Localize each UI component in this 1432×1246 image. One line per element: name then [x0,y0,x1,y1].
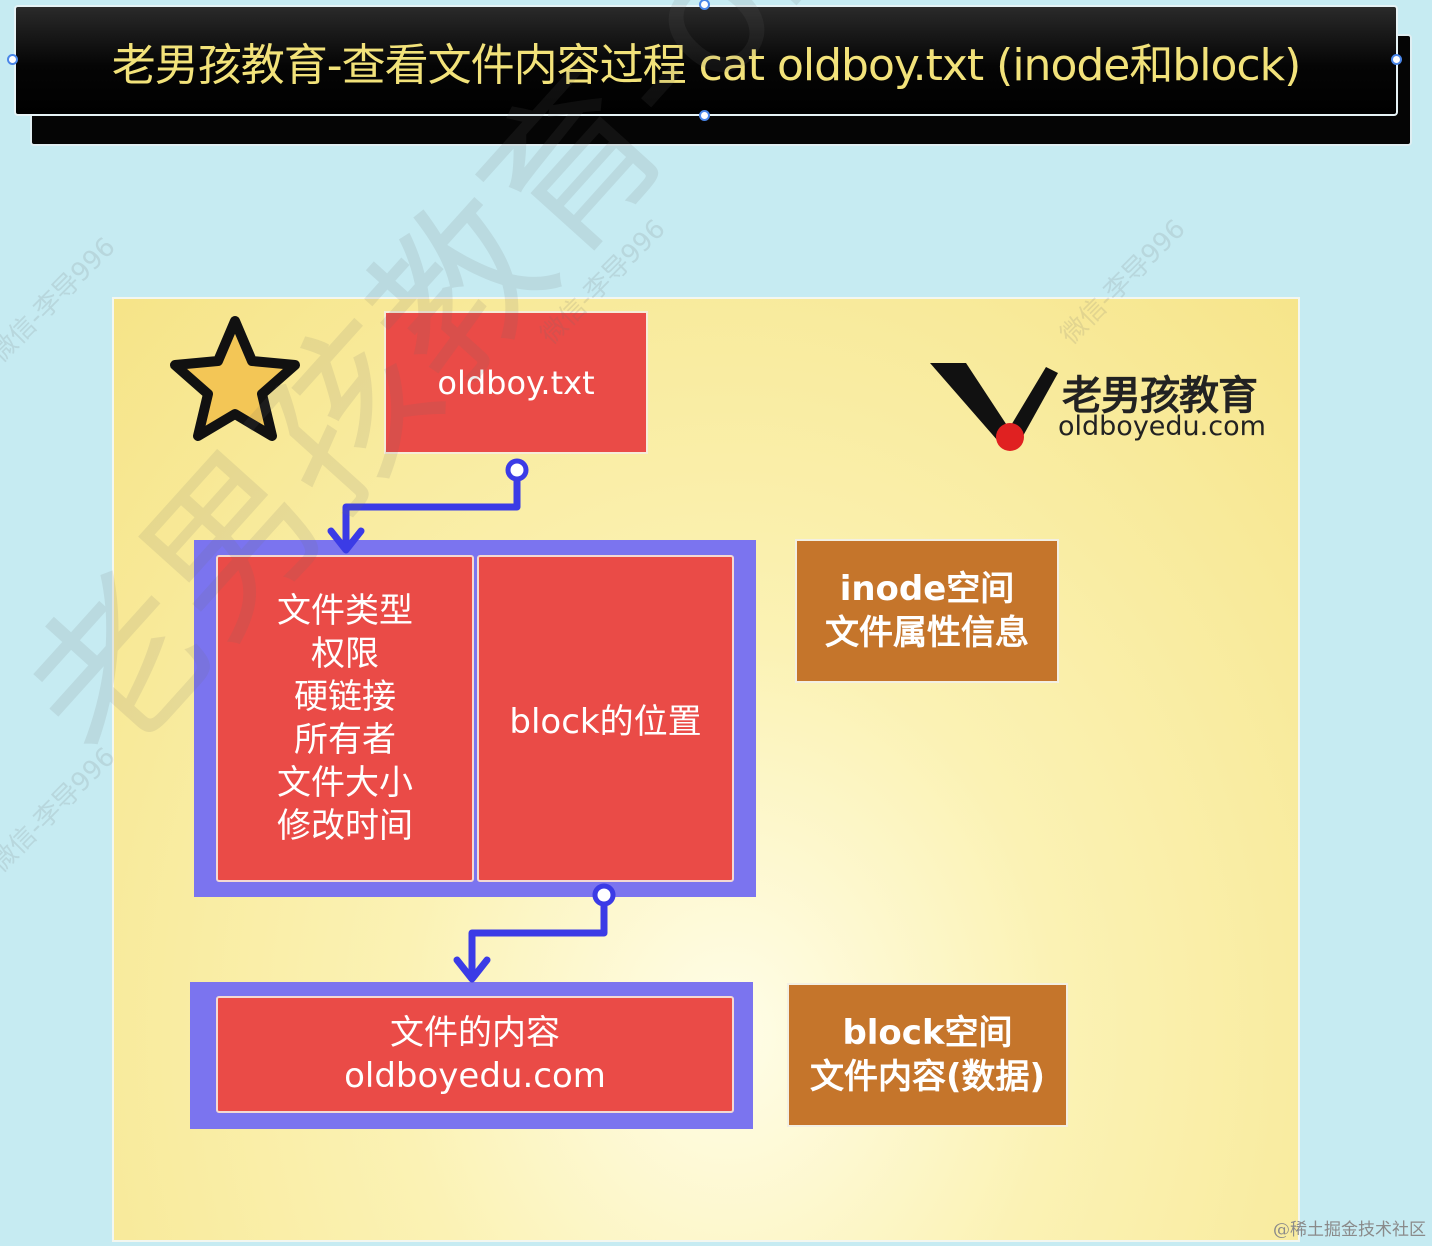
source-credit: @稀土掘金技术社区 [1273,1220,1426,1240]
file-content-line: oldboyedu.com [344,1055,606,1096]
inode-space-line: 文件属性信息 [825,613,1029,653]
inode-attr-line: 硬链接 [294,676,396,717]
inode-attr-line: 所有者 [294,719,396,760]
resize-handle-bottom[interactable] [699,110,710,121]
inode-attributes-box[interactable]: 文件类型 权限 硬链接 所有者 文件大小 修改时间 [216,555,474,882]
file-content-box[interactable]: 文件的内容 oldboyedu.com [216,996,734,1113]
resize-handle-left[interactable] [7,54,18,65]
inode-attr-line: 权限 [311,633,379,674]
connector-start-dot[interactable] [592,883,616,907]
inode-attr-line: 修改时间 [277,805,413,846]
company-logo: 老男孩教育 oldboyedu.com [928,355,1288,455]
logo-domain: oldboyedu.com [1058,411,1266,442]
block-location-label: block的位置 [509,702,702,742]
page-title[interactable]: 老男孩教育-查看文件内容过程 cat oldboy.txt (inode和blo… [14,5,1398,116]
inode-space-line: inode空间 [839,569,1015,609]
connector-inode-to-block[interactable] [453,891,608,983]
star-icon [170,316,300,441]
inode-space-label[interactable]: inode空间 文件属性信息 [795,539,1059,683]
connector-file-to-inode[interactable] [327,466,521,554]
file-content-line: 文件的内容 [390,1012,560,1053]
page-title-text: 老男孩教育-查看文件内容过程 cat oldboy.txt (inode和blo… [111,39,1302,91]
block-space-line: block空间 [842,1013,1013,1053]
block-space-label[interactable]: block空间 文件内容(数据) [787,983,1068,1127]
file-name-box[interactable]: oldboy.txt [384,311,648,454]
resize-handle-right[interactable] [1391,54,1402,65]
inode-attr-line: 文件类型 [277,590,413,631]
block-space-line: 文件内容(数据) [809,1057,1046,1097]
v-logo-icon [930,363,1058,451]
inode-attr-line: 文件大小 [277,762,413,803]
file-name-label: oldboy.txt [437,363,595,402]
connector-start-dot[interactable] [505,458,529,482]
block-location-box[interactable]: block的位置 [477,555,734,882]
resize-handle-top[interactable] [699,0,710,10]
logo-chinese-name: 老男孩教育 [1062,373,1258,419]
